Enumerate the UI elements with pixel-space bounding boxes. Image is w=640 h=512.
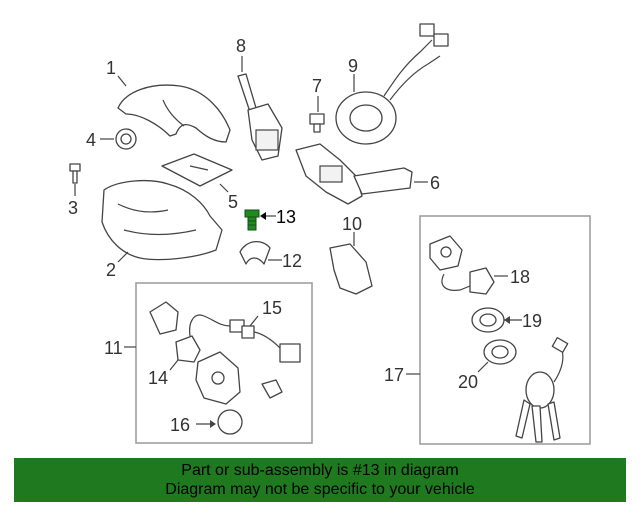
banner-line-1: Part or sub-assembly is #13 in diagram <box>181 462 459 479</box>
part-5-plate[interactable] <box>161 153 233 187</box>
parts-diagram: 1 4 3 2 5 8 7 <box>68 23 591 445</box>
callout-9: 9 <box>348 56 358 76</box>
callout-16: 16 <box>170 415 190 435</box>
callout-11: 11 <box>104 338 123 358</box>
part-2-lower-cover[interactable] <box>101 180 223 261</box>
banner-line-2: Diagram may not be specific to your vehi… <box>165 481 475 498</box>
part-9-clock-spring[interactable] <box>335 23 449 145</box>
callout-12: 12 <box>282 251 302 271</box>
part-11-small-clip[interactable] <box>261 379 283 399</box>
callout-5: 5 <box>228 192 238 212</box>
callout-15: 15 <box>262 298 282 318</box>
callout-20: 20 <box>458 372 478 392</box>
callout-7: 7 <box>312 76 322 96</box>
callout-3: 3 <box>68 198 78 218</box>
part-16-cap[interactable] <box>217 409 243 435</box>
callout-17: 17 <box>384 365 404 385</box>
callout-8: 8 <box>236 36 246 56</box>
part-4-grommet[interactable] <box>115 128 137 150</box>
part-10-bracket[interactable] <box>329 243 373 295</box>
part-6-headlamp-switch[interactable] <box>295 143 413 205</box>
part-3-screw[interactable] <box>69 163 81 184</box>
fitment-banner: Part or sub-assembly is #13 in diagram D… <box>14 458 626 502</box>
group-box-11 <box>135 282 313 444</box>
part-20-coil[interactable] <box>483 339 517 365</box>
part-14-switch[interactable] <box>175 314 245 363</box>
callout-6: 6 <box>430 173 440 193</box>
part-8-combination-switch[interactable] <box>237 73 283 161</box>
callout-13: 13 <box>276 207 296 227</box>
callout-10: 10 <box>342 214 362 234</box>
callout-19: 19 <box>522 311 542 331</box>
callout-2: 2 <box>106 260 116 280</box>
part-18-immobilizer[interactable] <box>441 267 495 295</box>
part-1-upper-cover[interactable] <box>117 84 231 143</box>
part-12-clip[interactable] <box>239 241 271 265</box>
part-7-bolt[interactable] <box>309 113 325 133</box>
part-11-lock-housing[interactable] <box>149 301 241 405</box>
part-17-ignition-switch[interactable] <box>429 235 463 271</box>
callout-14: 14 <box>148 368 168 388</box>
part-15-wire-harness[interactable] <box>241 325 301 363</box>
part-17-keys[interactable] <box>515 337 569 443</box>
group-box-17 <box>419 215 591 445</box>
callout-18: 18 <box>510 267 530 287</box>
callout-1: 1 <box>106 58 116 78</box>
callout-4: 4 <box>86 130 96 150</box>
part-13-bolt-highlighted[interactable] <box>244 209 260 231</box>
part-19-ring[interactable] <box>471 307 505 333</box>
